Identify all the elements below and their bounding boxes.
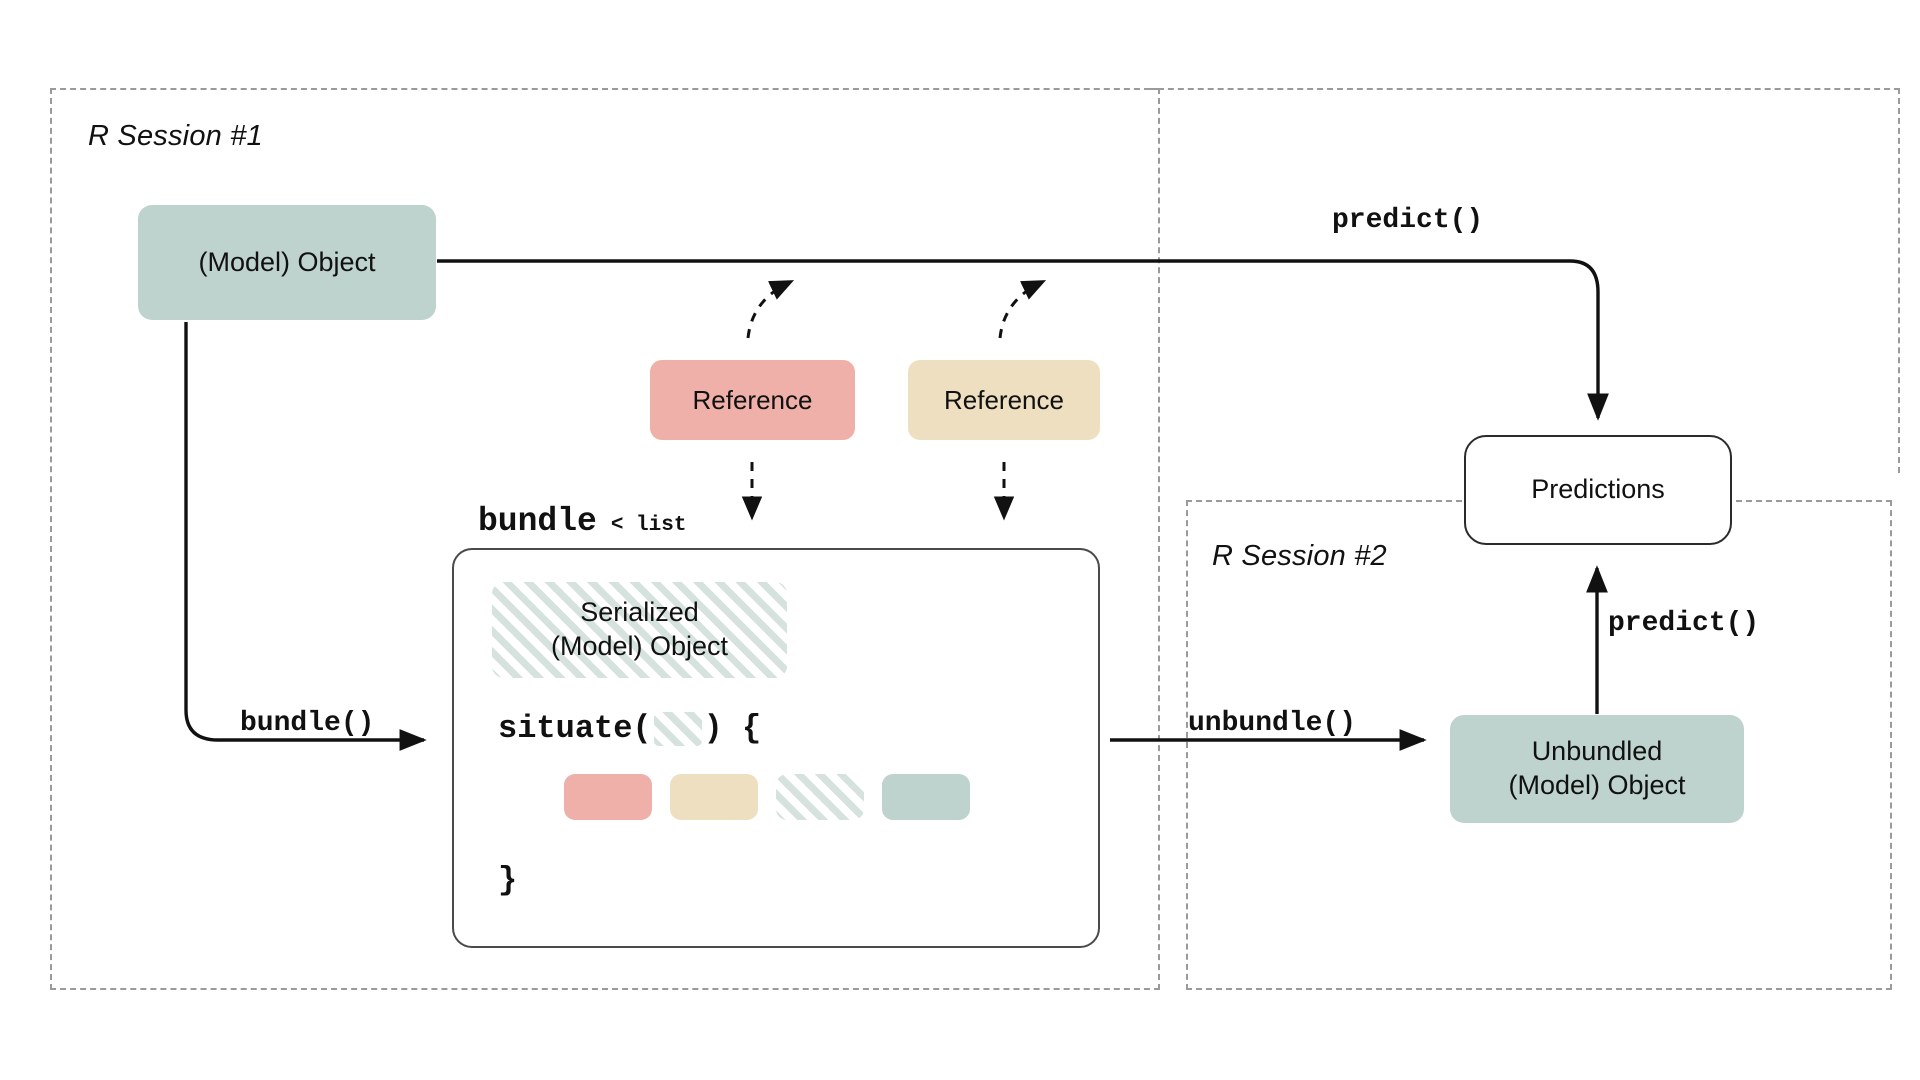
unbundled-line-2: (Model) Object <box>1508 770 1686 800</box>
predict-session1-label: predict() <box>1332 205 1484 236</box>
serialized-model-object-node[interactable]: Serialized (Model) Object <box>492 582 787 678</box>
bundle-call-label: bundle() <box>240 708 375 739</box>
bundle-header-suffix: < list <box>610 514 687 537</box>
situate-argument-placeholder <box>653 711 702 746</box>
predict-session2-label: predict() <box>1608 608 1760 639</box>
situate-slot-reference-2[interactable] <box>670 774 758 820</box>
session-1-frame-extension <box>1148 88 1900 473</box>
situate-slot-serialized[interactable] <box>776 774 864 820</box>
reference-chip-1-label: Reference <box>692 384 813 415</box>
session-1-label: R Session #1 <box>88 120 263 152</box>
session-2-label: R Session #2 <box>1212 540 1387 572</box>
serialized-line-1: Serialized <box>580 597 699 628</box>
reference-chip-1[interactable]: Reference <box>650 360 855 440</box>
session-1-frame <box>50 88 1160 990</box>
reference-chip-2[interactable]: Reference <box>908 360 1100 440</box>
situate-signature: situate( ) { <box>498 710 761 747</box>
unbundled-line-1: Unbundled <box>1531 736 1663 767</box>
situate-slot-model[interactable] <box>882 774 970 820</box>
unbundled-model-object-node[interactable]: Unbundled (Model) Object <box>1450 715 1744 823</box>
situate-suffix: ) { <box>703 710 762 747</box>
situate-prefix: situate( <box>498 710 652 747</box>
bundle-header-name: bundle <box>478 503 597 540</box>
model-object-node[interactable]: (Model) Object <box>138 205 436 320</box>
situate-closing-brace: } <box>498 862 518 899</box>
predictions-node[interactable]: Predictions <box>1464 435 1732 545</box>
bundle-header: bundle < list <box>478 503 686 540</box>
predictions-label: Predictions <box>1531 474 1665 505</box>
unbundle-call-label: unbundle() <box>1188 708 1357 739</box>
situate-slot-reference-1[interactable] <box>564 774 652 820</box>
serialized-line-2: (Model) Object <box>550 631 729 661</box>
model-object-label: (Model) Object <box>198 246 376 277</box>
bundle-list-container[interactable]: Serialized (Model) Object situate( ) { } <box>452 548 1100 948</box>
reference-chip-2-label: Reference <box>944 384 1064 415</box>
